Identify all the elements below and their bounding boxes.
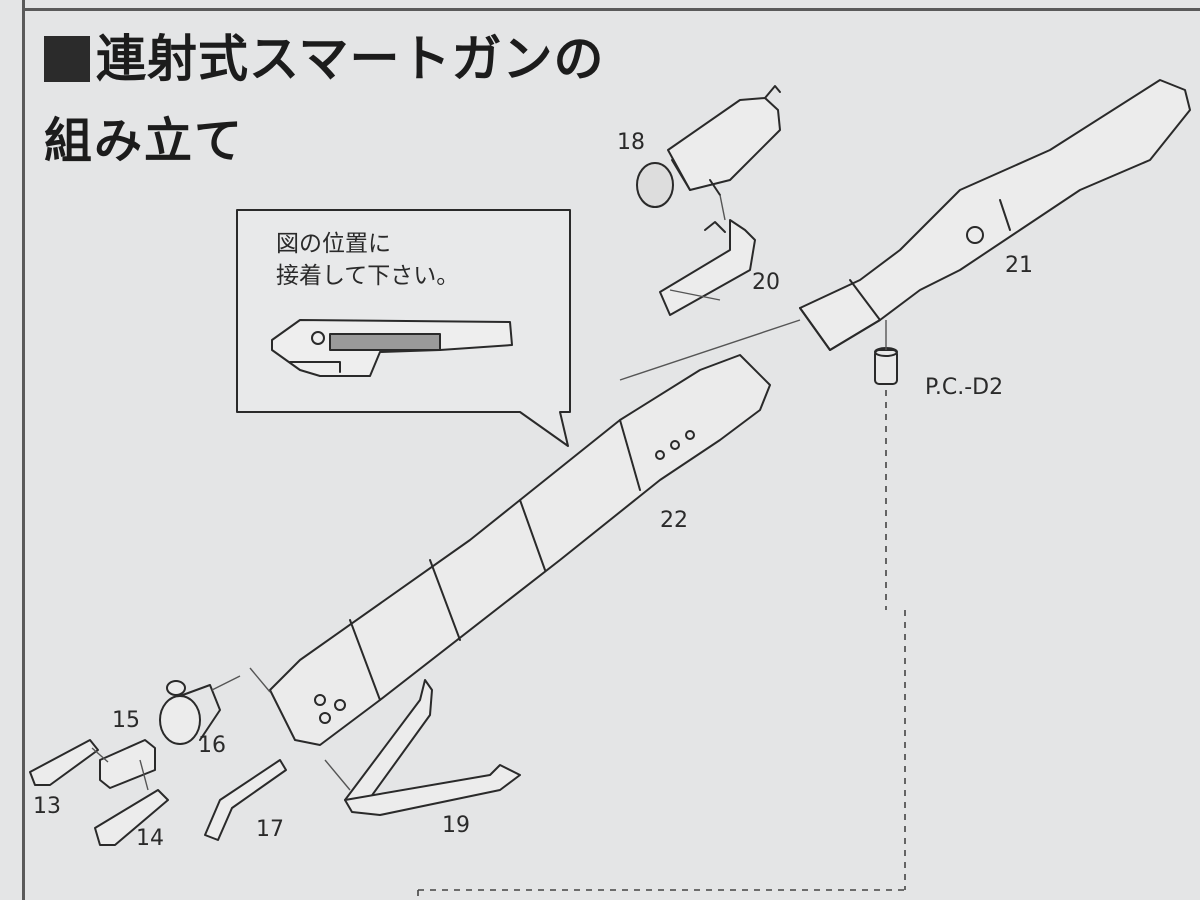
part-15-connector [99,739,156,789]
part-label-14: 14 [136,826,164,851]
callout-line-1: 図の位置に [276,231,391,257]
part-label-20: 20 [752,270,780,295]
guide-line-20 [669,289,721,301]
callout-line-2: 接着して下さい。 [276,263,460,289]
part-21-front-frame [799,79,1191,351]
title-bullet-square [44,36,90,82]
part-label-15: 15 [112,708,140,733]
guide-line-15-14 [139,759,149,791]
guide-line-22-21 [619,319,801,381]
part-label-18: 18 [617,130,645,155]
guide-line-16 [211,675,241,691]
guide-line-13-15 [91,747,109,763]
title-text: 連射式スマートガンの [96,30,605,88]
part-19-stand [344,679,521,816]
part-label-16: 16 [198,733,226,758]
guide-line-18-20 [719,194,726,221]
guide-line-22-19 [324,759,351,791]
frame-border-left [22,0,25,900]
callout-instruction: 図の位置に 接着して下さい。 [276,228,459,292]
frame-border-top [22,8,1200,11]
part-14-clip [94,789,169,846]
part-pcd2-cap [874,347,898,385]
part-17-strap [204,759,287,841]
part-16-cylinder [159,680,221,745]
part-label-19: 19 [442,813,470,838]
section-subtitle: 組み立て [44,113,245,169]
part-18-scope [636,85,781,208]
part-label-17: 17 [256,817,284,842]
part-13-clip [29,739,99,786]
part-label-13: 13 [33,794,61,819]
part-label-22: 22 [660,508,688,533]
guide-line-22-16 [249,667,271,693]
part-22-barrel [269,354,771,746]
part-20-mount [659,219,756,316]
section-title: 連射式スマートガンの [44,28,605,90]
part-label-21: 21 [1005,253,1033,278]
callout-detail-part [271,319,513,377]
part-label-pcd2: P.C.-D2 [925,375,1004,400]
